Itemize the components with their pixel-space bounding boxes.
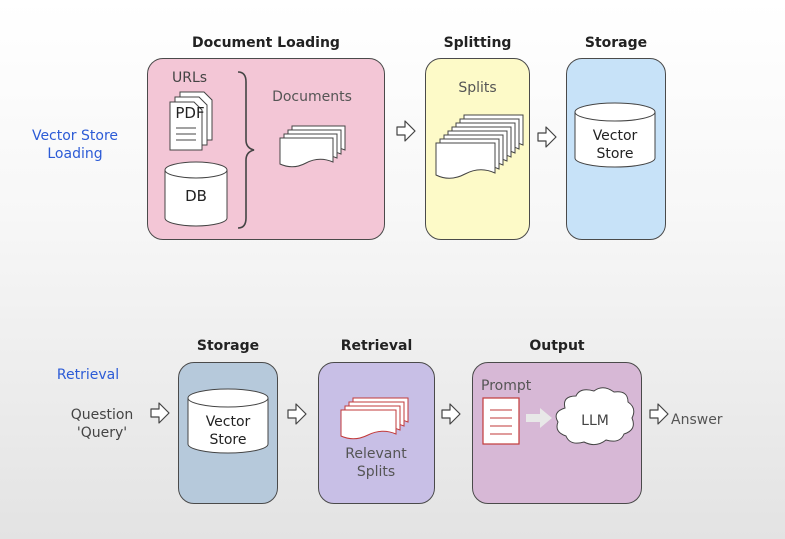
curly-brace-icon bbox=[237, 71, 255, 229]
llm-cloud-icon bbox=[555, 387, 635, 446]
arrow-icon-splitting-to-storage bbox=[537, 126, 557, 148]
header-retrieval: Retrieval bbox=[340, 338, 413, 354]
vector-store-cylinder-bottom bbox=[187, 388, 269, 454]
prompt-label: Prompt bbox=[481, 378, 532, 394]
arrow-icon-output-to-answer bbox=[649, 403, 669, 425]
arrow-icon-retrieval-to-output bbox=[441, 403, 461, 425]
vector-store-label-bottom: Vector Store bbox=[205, 414, 251, 448]
header-storage-top: Storage bbox=[584, 35, 648, 51]
prompt-document-icon bbox=[482, 397, 520, 445]
section-label-vector-store-loading: Vector Store Loading bbox=[31, 128, 119, 162]
db-label: DB bbox=[185, 187, 207, 205]
header-output: Output bbox=[529, 338, 585, 354]
pdf-document-icon bbox=[169, 91, 213, 151]
header-document-loading: Document Loading bbox=[192, 35, 340, 51]
db-cylinder-icon bbox=[164, 161, 228, 227]
retrieval-panel bbox=[318, 362, 435, 504]
header-storage-bottom: Storage bbox=[196, 338, 260, 354]
relevant-splits-stack-icon bbox=[340, 397, 409, 440]
relevant-splits-label: Relevant Splits bbox=[345, 446, 407, 480]
arrow-icon-question-to-storage bbox=[150, 402, 170, 424]
question-query-label: Question 'Query' bbox=[70, 407, 134, 441]
llm-label: LLM bbox=[581, 413, 609, 429]
vector-store-cylinder-top bbox=[574, 102, 656, 168]
documents-stack-icon bbox=[279, 125, 346, 168]
solid-arrow-icon bbox=[526, 408, 552, 428]
arrow-icon-storage-to-retrieval bbox=[287, 403, 307, 425]
section-label-retrieval: Retrieval bbox=[56, 367, 120, 383]
vector-store-label-top: Vector Store bbox=[592, 128, 638, 162]
splits-label: Splits bbox=[458, 80, 497, 96]
documents-label: Documents bbox=[272, 89, 352, 105]
arrow-icon-loading-to-splitting bbox=[396, 120, 416, 142]
urls-label: URLs bbox=[172, 70, 208, 86]
splits-stack-icon bbox=[435, 114, 524, 179]
header-splitting: Splitting bbox=[443, 35, 512, 51]
answer-label: Answer bbox=[671, 412, 723, 428]
pdf-label: PDF bbox=[175, 104, 205, 122]
